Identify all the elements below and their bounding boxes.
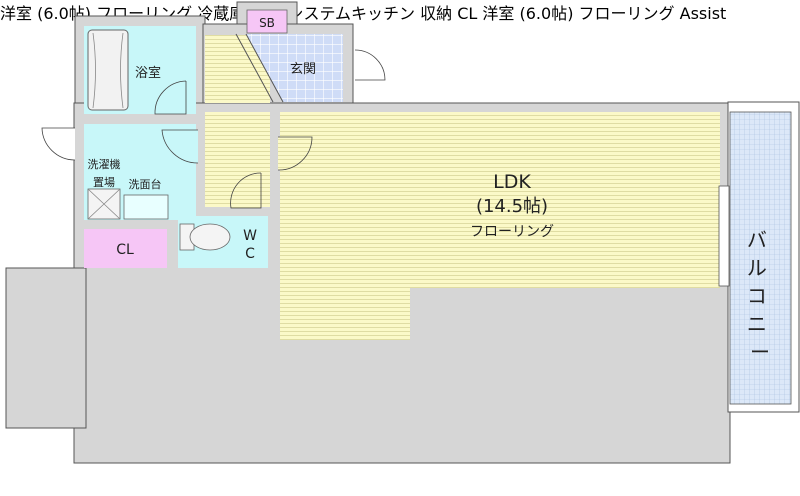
- assist-logo: Assist: [680, 4, 727, 23]
- shoe-box: [246, 9, 288, 34]
- western-left-label: 洋室: [0, 4, 33, 23]
- closet-right: CL 洋室 (6.0帖) フローリング Assist const data = …: [457, 4, 726, 23]
- toilet-label-2: C: [245, 246, 255, 262]
- storage-door[interactable]: CL 洋室 (6.0帖) フローリング Assist const data = …: [457, 4, 726, 23]
- balcony-label: バ ル コ ニ ー: [747, 228, 773, 364]
- fridge-label-1: 冷蔵庫: [197, 4, 246, 23]
- ldk-size: (14.5帖): [476, 196, 548, 217]
- storage: 収納 CL 洋室 (6.0帖) フローリング Assist const data…: [420, 4, 726, 23]
- bath-label: 浴室: [135, 65, 161, 81]
- ldk-floor: フローリング: [470, 224, 554, 240]
- ldk-label: LDK: [493, 171, 531, 193]
- western-right-label: 洋室: [482, 4, 515, 23]
- toilet-label-1: W: [243, 228, 257, 244]
- closet-right-label: CL: [457, 4, 478, 23]
- shoe-box-label: SB: [259, 16, 275, 30]
- balcony: [729, 111, 792, 405]
- kitchen-door[interactable]: 収納 CL 洋室 (6.0帖) フローリング Assist const data…: [420, 4, 726, 23]
- closet-left-label: CL: [116, 242, 134, 258]
- watermark-text: Assist: [679, 4, 727, 23]
- closet-left: [84, 229, 167, 268]
- washroom-hall-door[interactable]: [161, 129, 199, 164]
- ldk-room: [280, 112, 720, 288]
- western-right-size: (6.0帖): [519, 4, 574, 23]
- toilet-icon: [179, 223, 231, 251]
- bath-door[interactable]: [154, 80, 187, 115]
- washbasin-label: 洗面台: [129, 177, 162, 191]
- entrance-label: 玄関: [290, 62, 316, 77]
- entrance-area: [246, 34, 343, 102]
- ldk-door[interactable]: [277, 136, 313, 171]
- entrance-door[interactable]: [354, 49, 386, 81]
- western-room-right: 洋室 (6.0帖) フローリング Assist const data = JSO…: [482, 4, 726, 23]
- washroom-outer-door[interactable]: [41, 127, 76, 161]
- kitchen-label: システムキッチン: [287, 4, 415, 23]
- washer-label-1: 洗濯機: [88, 157, 121, 171]
- washbasin-icon: [123, 194, 169, 220]
- storage-label: 収納: [420, 4, 453, 23]
- washer-space: [87, 188, 121, 220]
- toilet-door[interactable]: [230, 172, 262, 209]
- western-right-floor: フローリング: [578, 4, 675, 23]
- bathtub-icon: [87, 29, 129, 111]
- washer-label-2: 置場: [93, 176, 115, 189]
